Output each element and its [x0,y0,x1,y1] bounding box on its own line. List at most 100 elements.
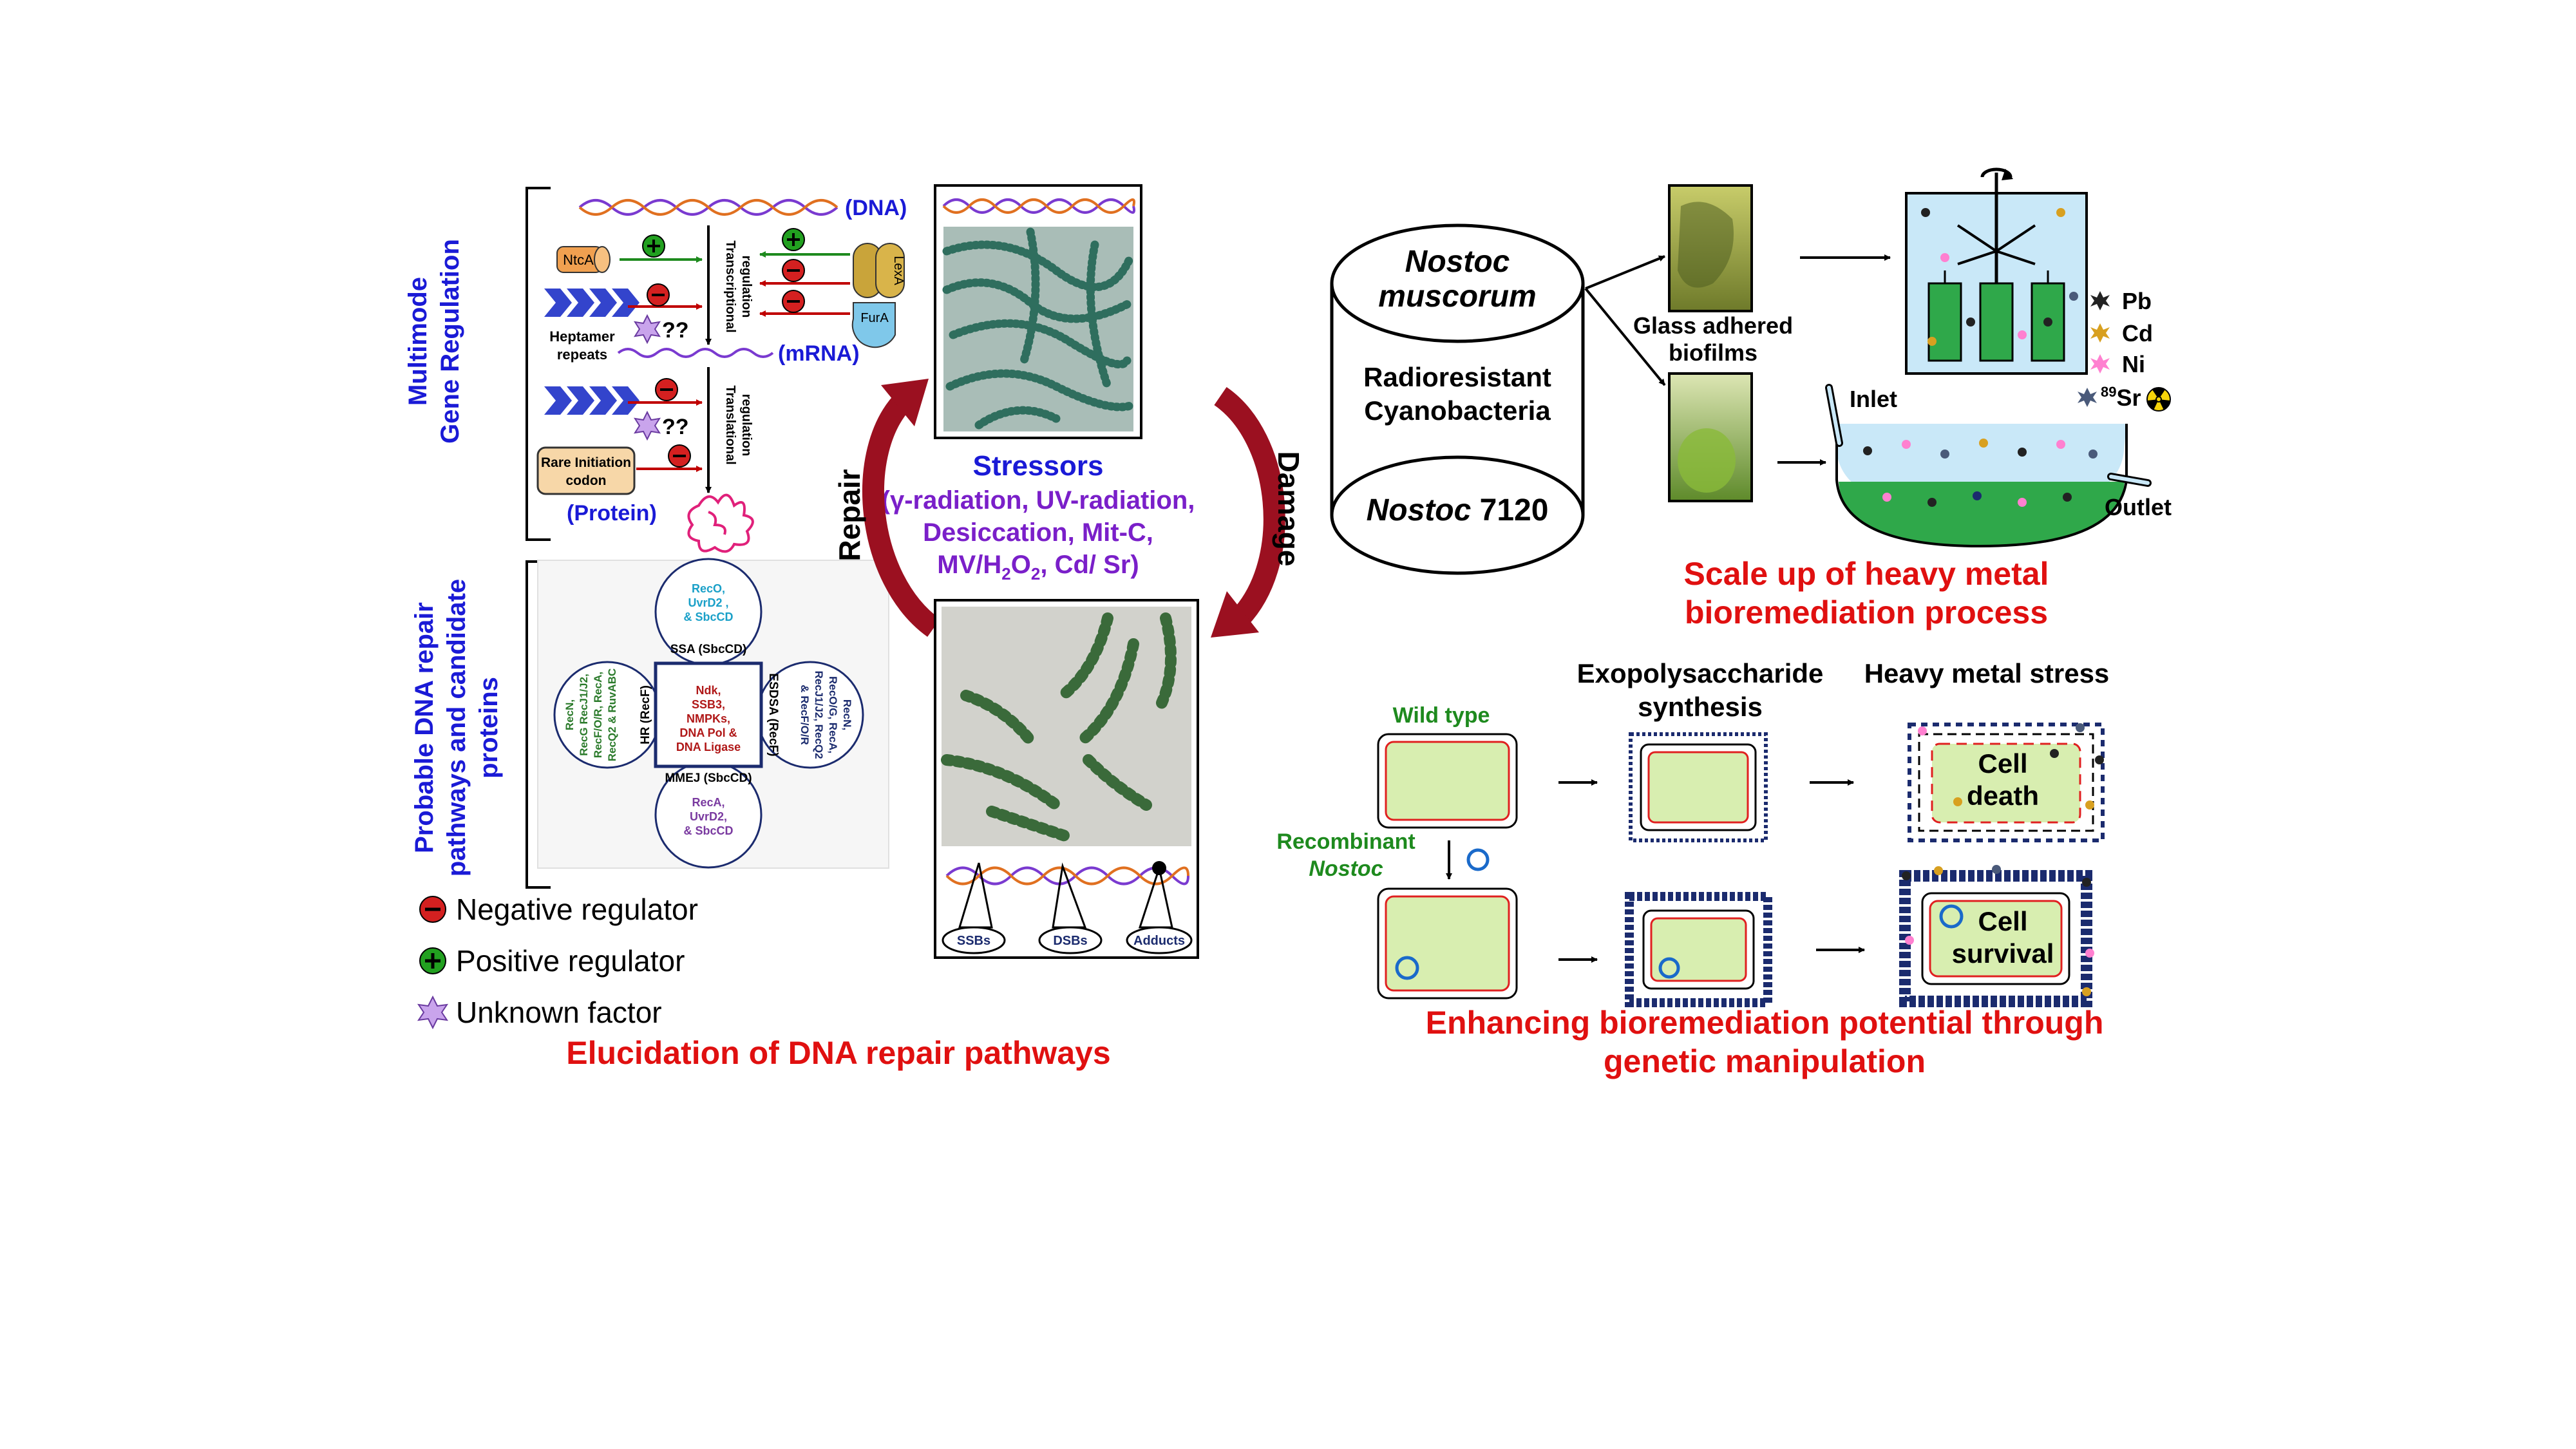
dna-strand-2 [942,198,1135,214]
adduct-ellipse [1126,926,1193,954]
dsb-label: DSBs [1053,934,1087,948]
protein-label: (Protein) [567,501,657,526]
esdsa-label: ESDSA (RecF) [766,673,780,756]
heptamer-repeats-icon [544,289,639,317]
negative-regulator-icon [782,290,805,313]
cell-cytoplasm [1931,743,2081,824]
unknown-q-1: ?? [662,318,689,343]
dna-strand-2 [578,199,838,216]
negative-regulator-icon [668,444,691,468]
hr-proteins-2: RecG RecJ1/J2, [578,674,590,756]
translational-label-2: regulation [739,394,753,457]
core-proteins-5: DNA Ligase [676,741,741,753]
protein-icon [687,493,754,553]
cell-cytoplasm [1650,917,1747,982]
stressors-line-1: (γ-radiation, UV-radiation, [882,486,1195,515]
ntca-label: NtcA [563,252,594,268]
nostoc-muscorum-2: muscorum [1378,279,1536,314]
rotation-arrowhead [2002,169,2013,180]
stressors-line-3c: , Cd/ Sr) [1040,551,1139,579]
core-protein-box [654,661,763,768]
cyanobacteria-filaments [942,227,1135,430]
repair-pathways-title-1: Probable DNA repair [410,602,439,853]
organism-cylinder: Nostoc muscorum Radioresistant Cyanobact… [1330,223,1585,575]
repair-pathways-title-2: pathways and candidate [442,579,471,876]
sr-symbol: Sr [2116,384,2141,411]
metal-particles [1902,865,2094,996]
negative-regulator-icon [647,283,670,307]
glass-adhered-label-1: Glass adhered [1633,312,1793,339]
pond-vessel [1835,424,2128,548]
ssa-proteins-2: UvrD2 , [688,596,728,609]
legend: Negative regulator Positive regulator Un… [417,893,698,1030]
mmej-proteins-1: RecA, [692,796,724,809]
dsb-ellipse [1038,926,1103,954]
ssb-label: SSBs [957,934,990,948]
enhancing-title-1: Enhancing bioremediation potential throu… [1426,1005,2104,1041]
stressors-line-2: Desiccation, Mit-C, [923,518,1153,547]
exopolysaccharide-label-1: Exopolysaccharide [1577,658,1824,688]
metal-particles [1921,208,2078,346]
core-proteins-2: SSB3, [692,698,725,711]
metal-particles [1863,439,2098,507]
bioremediation-panel: Glass adhered biofilms Pb Cd Ni 89Sr [1633,167,2172,630]
mrna-strand [617,348,774,358]
ssa-proteins-3: & SbcCD [683,611,733,623]
stressor-panel: Stressors (γ-radiation, UV-radiation, De… [833,184,1305,959]
arrow-to-flask [1584,287,1666,386]
plasmid-icon [1939,904,1964,929]
sr-marker [2078,388,2097,407]
metal-sr: 89Sr [2101,384,2141,411]
biofilm-texture [1678,202,1734,288]
cell-survival-label-1: Cell [1978,906,2027,936]
heavy-metal-stress-label: Heavy metal stress [1864,658,2110,688]
nostoc-7120-genus: Nostoc [1367,493,1472,527]
plasmid-icon [1395,956,1419,980]
plasmid-icon [1466,848,1490,871]
positive-regulator-icon [782,228,805,251]
mmej-proteins-3: & SbcCD [683,824,733,837]
heptamer-label-1: Heptamer [549,328,615,345]
metal-ni: Ni [2122,351,2145,377]
core-proteins-1: Ndk, [696,684,721,697]
mmej-label: MMEJ (SbcCD) [665,772,752,785]
footer-left-title: Elucidation of DNA repair pathways [566,1035,1111,1071]
esdsa-proteins-2: RecO/G, RecA, [827,676,839,753]
mmej-proteins-2: UvrD2, [690,810,727,823]
core-proteins-4: DNA Pol & [679,726,737,739]
enhancing-title-2: genetic manipulation [1604,1043,1926,1079]
adduct-label: Adducts [1133,934,1185,948]
damage-label: Damage [1272,451,1305,567]
hr-label: HR (RecF) [639,685,652,744]
legend-unknown: Unknown factor [456,996,662,1029]
metal-pb: Pb [2122,288,2152,314]
dna-label: (DNA) [845,196,907,220]
fura-icon [851,302,896,348]
repair-label: Repair [833,469,866,561]
cell-cytoplasm [1929,900,2063,978]
stirrer-blades [1956,224,2036,265]
unknown-q-2: ?? [662,415,689,439]
inlet-pipe-inner [1827,386,1841,445]
metal-cd: Cd [2122,320,2153,346]
exopolysaccharide-label-2: synthesis [1638,692,1763,722]
nostoc-7120-strain: 7120 [1471,493,1548,527]
repair-pathways-panel: Probable DNA repair pathways and candida… [410,558,889,889]
gene-regulation-title-2: Gene Regulation [436,239,464,444]
nostoc-7120-label: Nostoc 7120 [1367,493,1549,527]
hr-proteins-3: RecF/O/R, RecA, [592,672,604,758]
cell-cytoplasm [1385,741,1510,821]
stressors-sub-1: 2 [1001,564,1010,583]
hr-proteins-4: RecQ2 & RuvABC [606,668,618,762]
core-proteins-3: NMPKs, [687,712,730,725]
cylinder-top [1330,223,1585,343]
glass-adhered-label-2: biofilms [1669,339,1757,366]
unknown-factor-icon [633,410,661,441]
lexa-label: LexA [891,256,905,285]
repair-arrowhead [881,379,929,426]
recombinant-label-2: Nostoc [1309,857,1383,881]
translational-label-1: Translational [723,385,737,464]
damaged-filaments [941,612,1177,843]
ntca-icon [556,246,611,273]
legend-positive: Positive regulator [456,944,685,978]
